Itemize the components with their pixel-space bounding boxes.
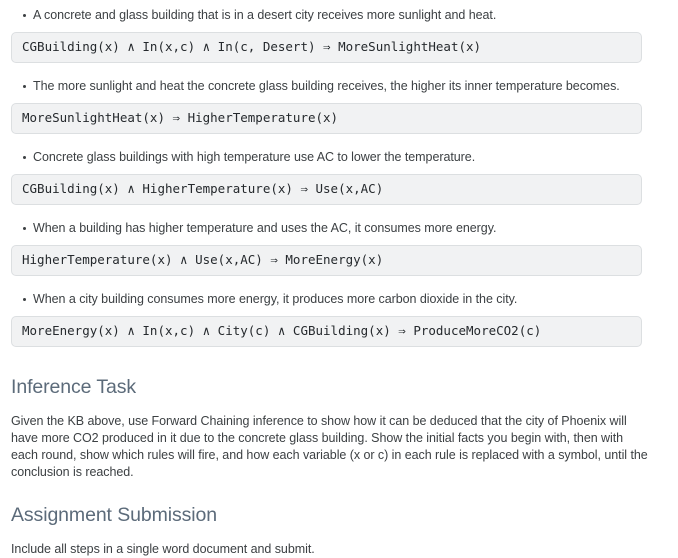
inference-task-heading: Inference Task bbox=[11, 376, 137, 398]
kb-rule-4-formula: HigherTemperature(x) ∧ Use(x,AC) ⇒ MoreE… bbox=[11, 245, 642, 276]
bullet-icon bbox=[23, 14, 26, 17]
assignment-submission-body: Include all steps in a single word docum… bbox=[11, 542, 315, 556]
kb-rule-3-formula: CGBuilding(x) ∧ HigherTemperature(x) ⇒ U… bbox=[11, 174, 642, 205]
kb-rule-5-description-row: When a city building consumes more energ… bbox=[0, 291, 678, 308]
kb-rule-1-formula: CGBuilding(x) ∧ In(x,c) ∧ In(c, Desert) … bbox=[11, 32, 642, 63]
inference-task-body-wrap: Given the KB above, use Forward Chaining… bbox=[0, 413, 678, 481]
kb-rule-1-description: A concrete and glass building that is in… bbox=[33, 8, 497, 22]
kb-rule-5-description: When a city building consumes more energ… bbox=[33, 292, 518, 306]
inference-task-section: Inference Task bbox=[0, 375, 678, 399]
kb-rule-1: A concrete and glass building that is in… bbox=[0, 0, 678, 63]
kb-rule-2: The more sunlight and heat the concrete … bbox=[0, 78, 678, 134]
assignment-submission-heading: Assignment Submission bbox=[11, 504, 217, 526]
kb-rule-5: When a city building consumes more energ… bbox=[0, 291, 678, 347]
bullet-icon bbox=[23, 85, 26, 88]
kb-rule-4: When a building has higher temperature a… bbox=[0, 220, 678, 276]
kb-rule-2-description: The more sunlight and heat the concrete … bbox=[33, 79, 620, 93]
kb-rule-3: Concrete glass buildings with high tempe… bbox=[0, 149, 678, 205]
assignment-submission-body-wrap: Include all steps in a single word docum… bbox=[0, 541, 678, 558]
kb-rule-1-description-row: A concrete and glass building that is in… bbox=[0, 7, 678, 24]
kb-rule-2-formula: MoreSunlightHeat(x) ⇒ HigherTemperature(… bbox=[11, 103, 642, 134]
kb-rule-4-description-row: When a building has higher temperature a… bbox=[0, 220, 678, 237]
spacer bbox=[0, 63, 678, 78]
spacer bbox=[0, 134, 678, 149]
spacer bbox=[0, 276, 678, 291]
kb-rule-5-formula: MoreEnergy(x) ∧ In(x,c) ∧ City(c) ∧ CGBu… bbox=[11, 316, 642, 347]
kb-rule-4-description: When a building has higher temperature a… bbox=[33, 221, 497, 235]
bullet-icon bbox=[23, 298, 26, 301]
kb-rule-2-description-row: The more sunlight and heat the concrete … bbox=[0, 78, 678, 95]
knowledge-base-list: A concrete and glass building that is in… bbox=[0, 0, 678, 347]
bullet-icon bbox=[23, 156, 26, 159]
bullet-icon bbox=[23, 227, 26, 230]
inference-task-body: Given the KB above, use Forward Chaining… bbox=[11, 414, 648, 479]
kb-rule-3-description-row: Concrete glass buildings with high tempe… bbox=[0, 149, 678, 166]
kb-rule-3-description: Concrete glass buildings with high tempe… bbox=[33, 150, 476, 164]
spacer bbox=[0, 205, 678, 220]
assignment-submission-section: Assignment Submission bbox=[0, 503, 678, 527]
